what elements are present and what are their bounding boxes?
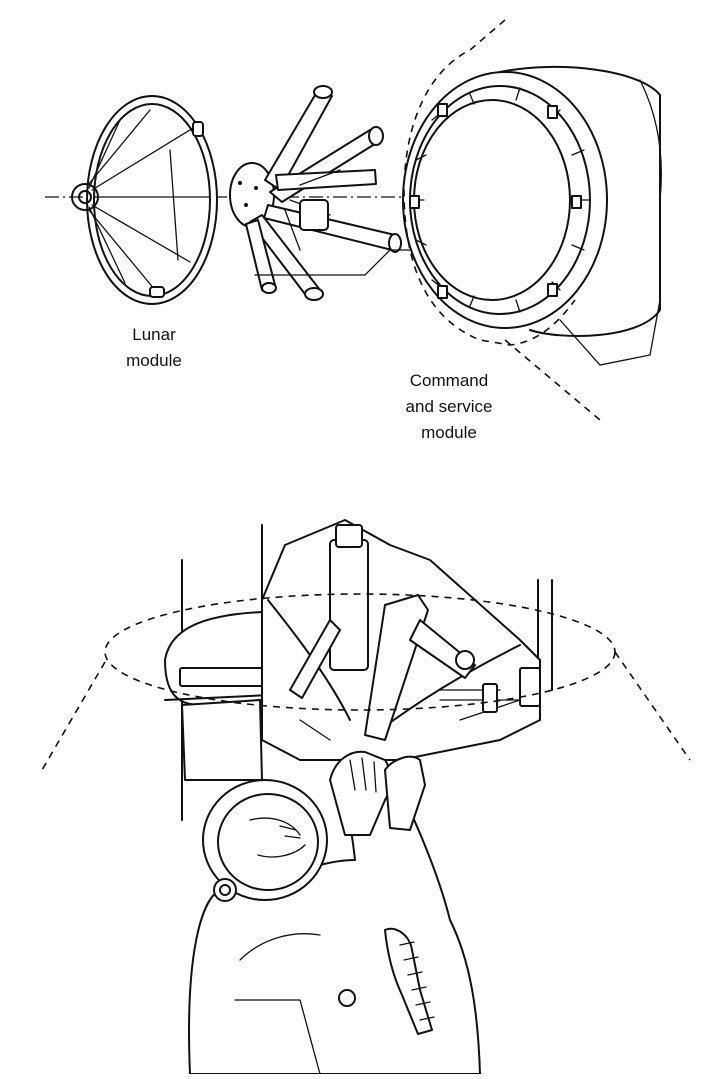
lunar-module-label-line-1: Lunar xyxy=(132,325,176,344)
csm-label-line-1: Command xyxy=(409,371,489,390)
csm-label-line-2: and service xyxy=(405,397,493,416)
csm-label-line-3: module xyxy=(421,423,477,442)
top-docking-diagram xyxy=(45,19,662,421)
probe-leader-line xyxy=(254,249,421,276)
lunar-module-label: Lunar module xyxy=(114,322,194,374)
drogue-cone xyxy=(71,95,218,305)
astronaut xyxy=(188,750,481,1075)
bottom-astronaut-diagram xyxy=(41,519,691,1075)
docking-probe xyxy=(229,85,402,301)
csm-label: Command and service module xyxy=(382,368,516,446)
csm-outline-dashed xyxy=(403,19,576,346)
lunar-module-label-line-2: module xyxy=(126,351,182,370)
csm-docking-ring xyxy=(402,65,662,366)
